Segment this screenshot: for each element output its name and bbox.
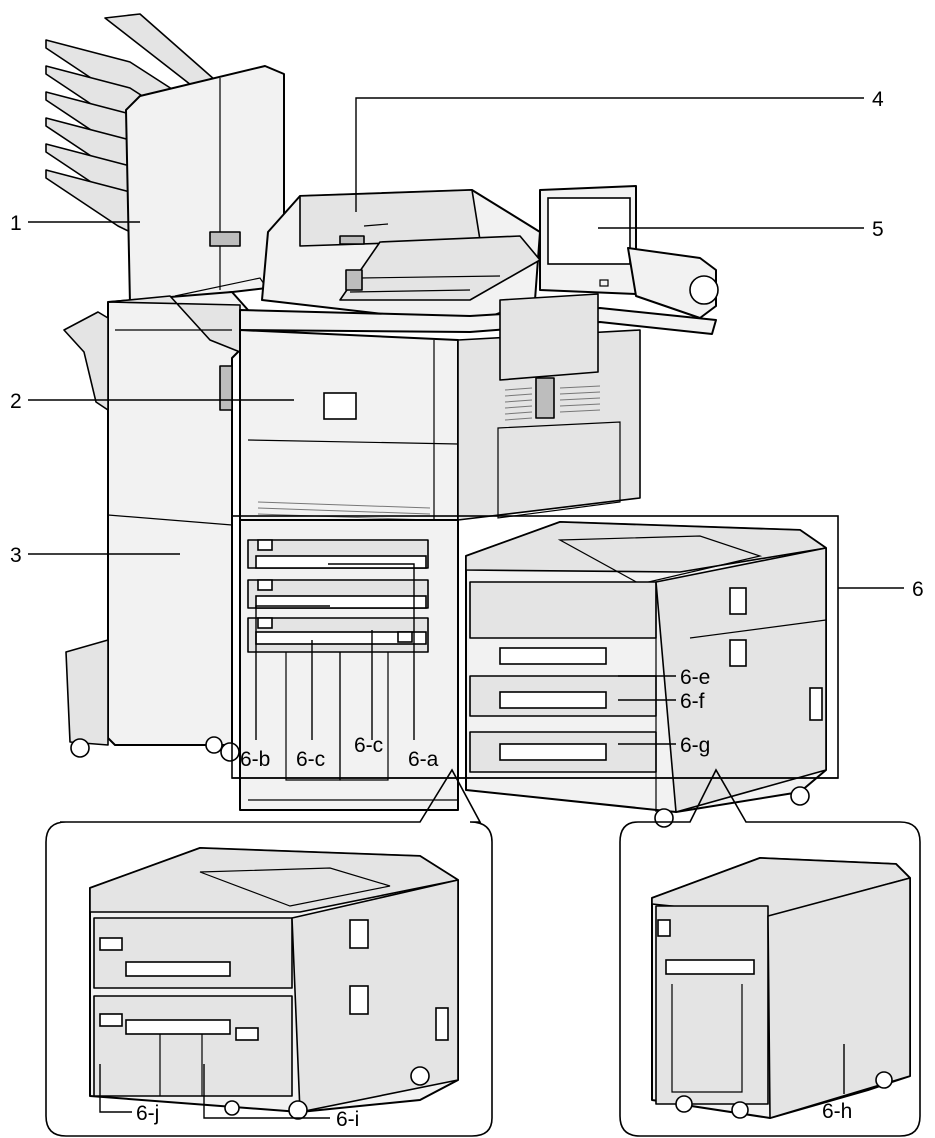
label-5: 5: [872, 218, 884, 241]
label-6-c-left: 6-c: [296, 748, 325, 771]
finisher-cabinet: [107, 291, 249, 746]
label-3: 3: [10, 544, 22, 567]
side-feeder-drawer-upper[interactable]: [469, 581, 657, 639]
cassette-2-handle[interactable]: [255, 595, 427, 609]
leader-lines: [28, 97, 904, 1119]
side-feeder-handle-middle[interactable]: [499, 691, 607, 709]
side-feeder: [465, 521, 827, 828]
inset-side-feeder-closeup: [45, 768, 493, 1137]
label-6-c-right: 6-c: [354, 734, 383, 757]
label-6: 6: [912, 578, 924, 601]
label-2: 2: [10, 390, 22, 413]
label-6-h: 6-h: [822, 1100, 852, 1123]
inset-feeder-handle[interactable]: [665, 959, 755, 975]
finisher-side-tray: [63, 311, 109, 411]
operation-panel[interactable]: [539, 185, 719, 319]
label-6-a: 6-a: [408, 748, 439, 771]
label-1: 1: [10, 212, 22, 235]
label-6-i: 6-i: [336, 1108, 359, 1131]
label-4: 4: [872, 88, 884, 111]
inset-cassette-upper[interactable]: [93, 917, 293, 989]
finisher-handle[interactable]: [209, 231, 241, 247]
finisher-upright-panel: [125, 65, 285, 305]
front-cover[interactable]: [239, 329, 459, 521]
inset-cassette-lower[interactable]: [93, 995, 293, 1097]
cassette-1-handle[interactable]: [255, 555, 427, 569]
main-unit: [239, 189, 717, 800]
document-finisher: [45, 13, 285, 762]
label-6-g: 6-g: [680, 734, 710, 757]
inset-large-capacity-feeder: [619, 768, 921, 1137]
label-6-j: 6-j: [136, 1102, 159, 1125]
label-6-e: 6-e: [680, 666, 710, 689]
document-processor: [261, 189, 541, 325]
side-feeder-handle-upper[interactable]: [499, 647, 607, 665]
label-6-b: 6-b: [240, 748, 270, 771]
label-6-f: 6-f: [680, 690, 705, 713]
vent-grille-front: [257, 501, 431, 527]
callout-labels: 1 2 3 4 5 6 6-a 6-b 6-c 6-c 6-e 6-f 6-g …: [10, 88, 924, 1131]
inset-feeder-front[interactable]: [655, 905, 769, 1105]
vent-grille-right: [504, 385, 601, 421]
side-feeder-handle-lower[interactable]: [499, 743, 607, 761]
touch-screen[interactable]: [547, 197, 631, 265]
paper-cassettes: [239, 519, 459, 811]
